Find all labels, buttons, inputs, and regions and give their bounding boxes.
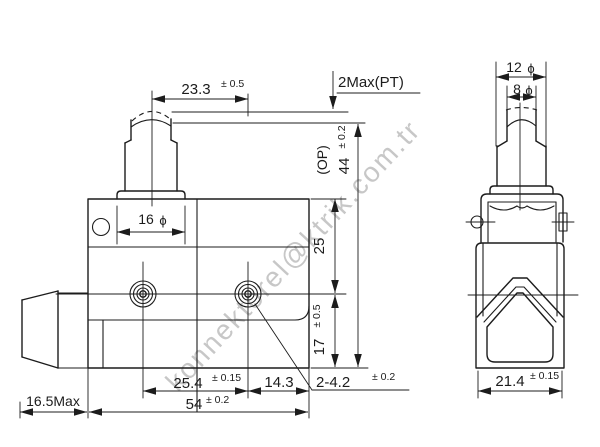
side-plunger-flange (489, 185, 554, 195)
plunger-dome (130, 119, 172, 128)
dim-body-width-label: 54 (186, 396, 203, 413)
dim-top-to-hole-label: 25 (311, 238, 328, 255)
side-view: 12 ϕ 8 ϕ 21.4 ± 0.15 (465, 59, 579, 399)
watermark-text: konnektorel@ktrik.com.tr (160, 114, 427, 397)
front-plunger (116, 110, 186, 200)
side-dimensions: 12 ϕ 8 ϕ 21.4 ± 0.15 (477, 59, 563, 399)
dim-guide-dia-unit: ϕ (527, 61, 534, 76)
dim-hole-to-base-label: 17 (311, 339, 328, 356)
bracket-spring-center (516, 205, 528, 209)
front-body (87, 198, 310, 413)
body-cavity (486, 292, 554, 363)
dim-plunger-base-dia-label: 16 (138, 211, 154, 227)
body-chevron-outer (476, 277, 564, 318)
dim-tip-dia-label: 8 (513, 81, 521, 97)
dim-pretravel-label: 2Max(PT) (338, 74, 404, 91)
side-plunger-dome (506, 119, 537, 128)
bracket-spring-left (489, 205, 518, 211)
side-body (475, 242, 565, 369)
mounting-hole-left (129, 280, 157, 308)
dim-gland-length-label: 16.5Max (26, 393, 80, 409)
dim-hole-spacing-label: 25.4 (173, 375, 202, 392)
dim-hole-to-base-tolerance: ± 0.5 (311, 304, 323, 327)
dim-op-height-tolerance: ± 0.2 (336, 125, 348, 148)
dim-plunger-base-dia-unit: ϕ (159, 213, 166, 228)
dim-body-depth-tolerance: ± 0.15 (530, 370, 559, 382)
cable-gland (21, 290, 89, 369)
body-bottom-seam (87, 305, 310, 321)
dim-mounting-holes-tolerance: ± 0.2 (372, 371, 395, 383)
plunger-free-position-arc (131, 110, 171, 122)
bracket-spring-right (526, 205, 555, 211)
front-dimensions: 23.3 ± 0.5 2Max(PT) 16 ϕ (OP) 44 ± 0.2 2… (19, 71, 421, 419)
body-chevron-inner (483, 286, 557, 323)
body-corner-hole (91, 217, 111, 237)
dim-op-height-label: 44 (336, 158, 353, 175)
side-plunger-free-arc (505, 106, 538, 111)
dim-hole-spacing-tolerance: ± 0.15 (212, 372, 241, 384)
dim-plunger-to-hole-label: 23.3 (181, 81, 210, 98)
dim-mounting-holes-label: 2-4.2 (316, 374, 350, 391)
dim-plunger-to-hole-tolerance: ± 0.5 (221, 78, 244, 90)
plunger-flange (116, 190, 186, 200)
front-view: 23.3 ± 0.5 2Max(PT) 16 ϕ (OP) 44 ± 0.2 2… (19, 71, 421, 419)
side-plunger (489, 61, 554, 195)
mounting-hole-right (234, 280, 262, 308)
dim-tip-dia-unit: ϕ (525, 83, 532, 98)
dim-body-depth-label: 21.4 (495, 373, 524, 390)
dim-hole-to-edge-label: 14.3 (264, 374, 293, 391)
dim-body-width-tolerance: ± 0.2 (206, 394, 229, 406)
side-centerlines (467, 102, 579, 296)
dim-op-suffix: (OP) (314, 145, 330, 175)
dim-guide-dia-label: 12 (506, 59, 522, 75)
side-bracket (465, 193, 575, 243)
